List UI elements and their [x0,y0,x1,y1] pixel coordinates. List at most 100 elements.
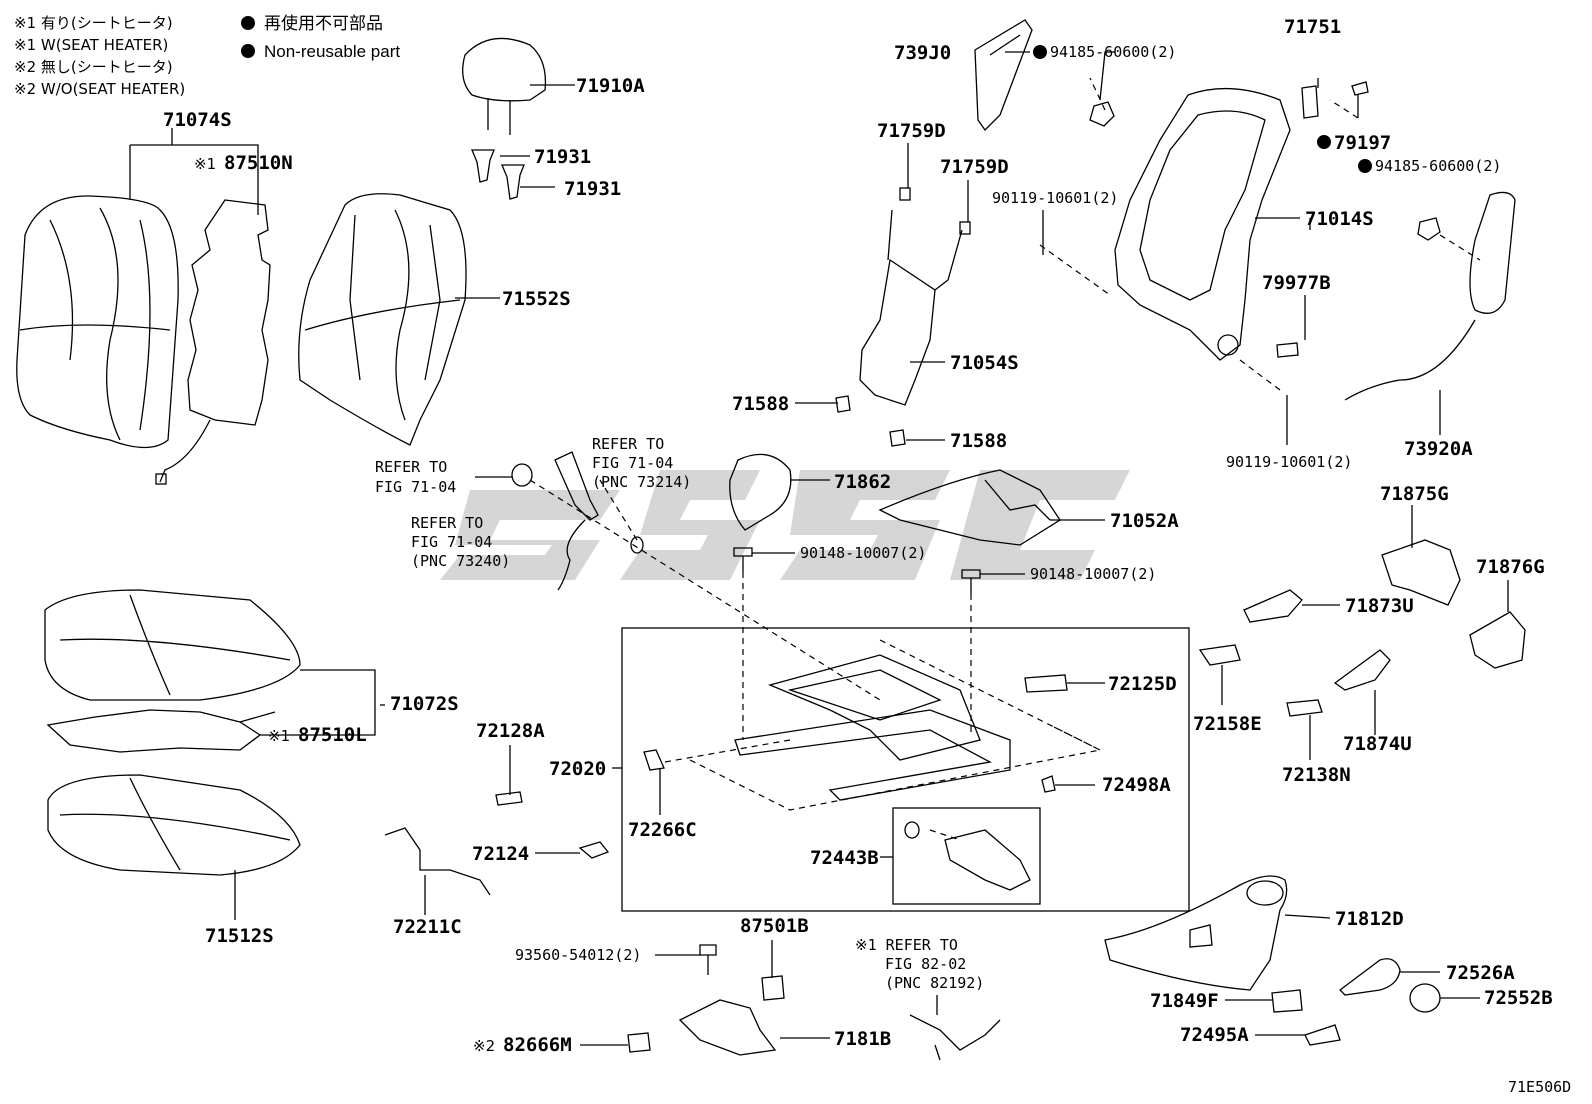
nut-drawing[interactable] [1089,101,1115,127]
label-79977B[interactable]: 79977B [1262,272,1331,294]
side-panel-739J0-drawing[interactable] [974,19,1033,132]
label-79977B-drawing[interactable] [1276,342,1299,358]
label-71512S[interactable]: 71512S [205,925,274,947]
cover-71875G-drawing[interactable] [1381,539,1461,606]
label-87501B[interactable]: 87501B [740,915,809,937]
label-71849F[interactable]: 71849F [1150,990,1219,1012]
seatbelt-buckle-drawing[interactable] [554,451,599,591]
refer-nut-drawing[interactable] [511,463,533,487]
headrest-drawing[interactable] [462,37,547,135]
label-71552S[interactable]: 71552S [502,288,571,310]
bolt-90148-left-drawing[interactable] [733,547,753,572]
label-71014S[interactable]: 71014S [1305,208,1374,230]
seatback-cover-drawing[interactable] [16,195,179,449]
seatback-frame-drawing[interactable] [1114,87,1291,361]
cover-71874U-drawing[interactable] [1333,649,1391,691]
cushion-pad-drawing[interactable] [47,774,301,876]
clip-72498A-drawing[interactable] [1041,775,1056,793]
label-94185-a[interactable]: 94185-60600(2) [1050,43,1176,61]
label-71074S[interactable]: 71074S [163,109,232,131]
seatback-heater-drawing[interactable] [155,199,271,485]
clip-71588-drawing[interactable] [835,395,906,447]
cover-72495A-drawing[interactable] [1304,1024,1341,1046]
label-739J0[interactable]: 739J0 [894,42,951,64]
label-71931-a[interactable]: 71931 [534,146,591,168]
bracket-7181B-drawing[interactable] [678,999,777,1056]
label-72443B[interactable]: 72443B [810,847,879,869]
label-71862[interactable]: 71862 [834,471,891,493]
side-airbag-drawing[interactable] [1344,191,1516,401]
cover-71849F-drawing[interactable] [1271,989,1303,1013]
label-90119-b[interactable]: 90119-10601(2) [1226,453,1352,471]
label-72266C[interactable]: 72266C [628,819,697,841]
lever-72125D-drawing[interactable] [1024,674,1068,693]
label-90119-a[interactable]: 90119-10601(2) [992,189,1118,207]
label-72495A[interactable]: 72495A [1180,1024,1249,1046]
label-71052A[interactable]: 71052A [1110,510,1179,532]
cover-71862-drawing[interactable] [729,453,792,531]
bolt-90148-right-drawing[interactable] [961,569,981,594]
label-71072S[interactable]: 71072S [390,693,459,715]
label-71874U[interactable]: 71874U [1343,733,1412,755]
connector-82666M-drawing[interactable] [627,1032,651,1053]
label-87510N[interactable]: 87510N [224,152,293,174]
nut-right-drawing[interactable] [1417,217,1441,241]
clip-72266C-drawing[interactable] [643,749,665,771]
sensor-87501B-drawing[interactable] [761,975,785,1001]
clip-72128A-drawing[interactable] [495,791,523,806]
bolt-79197-drawing[interactable] [1351,81,1369,118]
label-94185-b[interactable]: 94185-60600(2) [1375,157,1501,175]
seat-track-drawing[interactable] [734,654,1011,801]
cover-72138N-drawing[interactable] [1286,699,1323,717]
label-72125D[interactable]: 72125D [1108,673,1177,695]
label-79197[interactable]: 79197 [1334,132,1391,154]
label-71873U[interactable]: 71873U [1345,595,1414,617]
label-71759D-b[interactable]: 71759D [940,156,1009,178]
cover-71873U-drawing[interactable] [1243,589,1303,623]
cover-71876G-drawing[interactable] [1469,611,1526,669]
knob-72526A-drawing[interactable] [1339,958,1401,996]
label-71876G[interactable]: 71876G [1476,556,1545,578]
label-72158E[interactable]: 72158E [1193,713,1262,735]
label-72498A[interactable]: 72498A [1102,774,1171,796]
label-72526A[interactable]: 72526A [1446,962,1515,984]
label-72552B[interactable]: 72552B [1484,987,1553,1009]
label-71931-b[interactable]: 71931 [564,178,621,200]
cover-72158E-drawing[interactable] [1198,644,1241,666]
label-82666M[interactable]: 82666M [503,1034,572,1056]
label-90148-a[interactable]: 90148-10007(2) [800,544,926,562]
label-71759D-a[interactable]: 71759D [877,120,946,142]
lumbar-support-drawing[interactable] [859,187,971,406]
label-93560[interactable]: 93560-54012(2) [515,946,641,964]
label-71054S[interactable]: 71054S [950,352,1019,374]
label-72124[interactable]: 72124 [472,843,529,865]
cushion-heater-drawing[interactable] [46,709,276,753]
cap-71751-drawing[interactable] [1301,85,1319,119]
label-71875G[interactable]: 71875G [1380,483,1449,505]
label-72211C[interactable]: 72211C [393,916,462,938]
harness-82192-drawing[interactable] [909,1014,1001,1061]
knob-72552B-drawing[interactable] [1409,983,1441,1013]
label-87510L[interactable]: 87510L [298,724,367,746]
label-72020[interactable]: 72020 [549,758,606,780]
label-73920A[interactable]: 73920A [1404,438,1473,460]
label-71910A[interactable]: 71910A [576,75,645,97]
refer-ring-drawing[interactable] [630,536,644,554]
label-72138N[interactable]: 72138N [1282,764,1351,786]
seatback-pad-drawing[interactable] [298,193,467,446]
label-71588-b[interactable]: 71588 [950,430,1007,452]
label-7181B[interactable]: 7181B [834,1028,891,1050]
label-71812D[interactable]: 71812D [1335,908,1404,930]
adjuster-72443B-drawing[interactable] [904,821,1031,891]
label-71751[interactable]: 71751 [1284,16,1341,38]
label-71588-a[interactable]: 71588 [732,393,789,415]
clip-72124-drawing[interactable] [578,841,610,859]
seat-wire-harness-drawing[interactable] [878,469,1061,546]
headrest-support-drawing[interactable] [471,149,525,200]
label-72128A[interactable]: 72128A [476,720,545,742]
label-90148-b[interactable]: 90148-10007(2) [1030,565,1156,583]
cushion-cover-drawing[interactable] [44,589,301,701]
seat-shield-drawing[interactable] [1104,875,1288,991]
bolt-93560-drawing[interactable] [699,944,717,975]
rod-72211C-drawing[interactable] [384,827,491,896]
